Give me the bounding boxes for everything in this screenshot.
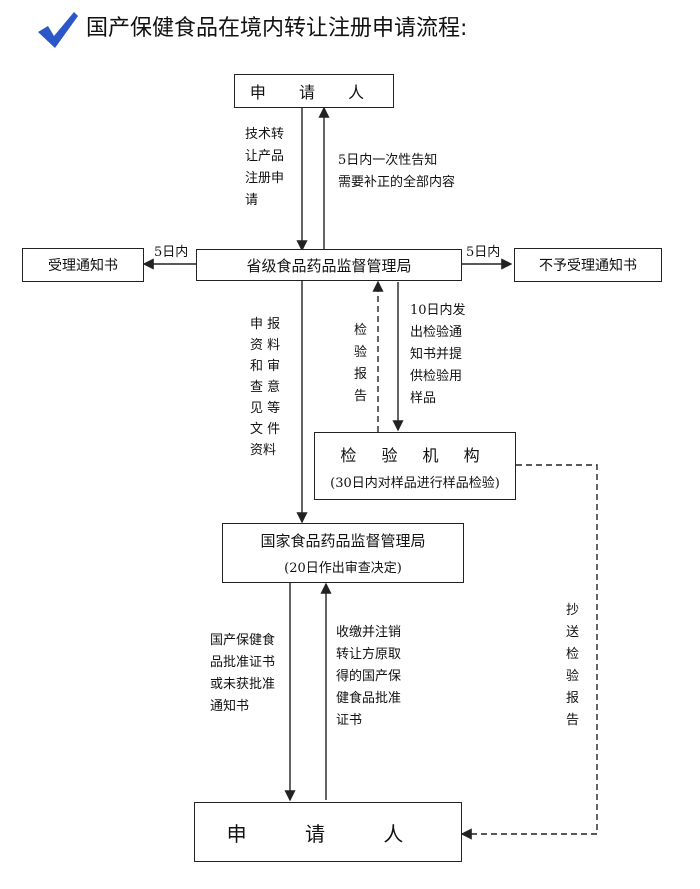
reject-notice-box: 不予受理通知书 — [514, 248, 662, 282]
label-report: 检 验 报 告 — [354, 323, 368, 404]
label-notice-issue: 10日内发 出检验通 知书并提 供检验用 样品 — [410, 303, 466, 406]
applicant-top-box: 申 请 人 — [234, 74, 394, 108]
lab-box: 检 验 机 构 (30日内对样品进行样品检验) — [314, 432, 516, 500]
applicant-bottom-box: 申 请 人 — [194, 802, 462, 862]
lab-sub-label: (30日内对样品进行样品检验) — [330, 475, 500, 491]
label-result: 国产保健食 品批准证书 或未获批准 通知书 — [210, 633, 276, 714]
national-bureau-sub-label: (20日作出审查决定) — [284, 561, 402, 576]
label-materials: 申 报 资 料 和 审 查 意 见 等 文 件 资料 — [250, 317, 281, 458]
label-copy-report: 抄 送 检 验 报 告 — [566, 603, 580, 728]
lab-label: 检 验 机 构 — [340, 445, 490, 465]
reject-notice-label: 不予受理通知书 — [539, 258, 637, 274]
national-bureau-box: 国家食品药品监督管理局 (20日作出审查决定) — [222, 523, 464, 583]
page-title: 国产保健食品在境内转让注册申请流程: — [86, 16, 468, 41]
checkmark-icon — [38, 12, 78, 48]
provincial-bureau-box: 省级食品药品监督管理局 — [196, 249, 462, 281]
arrow-copy-report — [460, 464, 598, 840]
label-revoke: 收缴并注销 转让方原取 得的国产保 健食品批准 证书 — [336, 625, 402, 728]
label-supplement: 5日内一次性告知 需要补正的全部内容 — [338, 153, 456, 190]
accept-notice-box: 受理通知书 — [22, 248, 144, 282]
applicant-top-label: 申 请 人 — [249, 83, 379, 102]
label-left-5days: 5日内 — [154, 245, 189, 260]
applicant-bottom-label: 申 请 人 — [226, 821, 430, 846]
label-submit: 技术转 让产品 注册申 请 — [245, 127, 285, 208]
national-bureau-label: 国家食品药品监督管理局 — [260, 532, 426, 550]
label-right-5days: 5日内 — [466, 245, 501, 260]
provincial-bureau-label: 省级食品药品监督管理局 — [246, 256, 412, 275]
accept-notice-label: 受理通知书 — [48, 258, 118, 274]
